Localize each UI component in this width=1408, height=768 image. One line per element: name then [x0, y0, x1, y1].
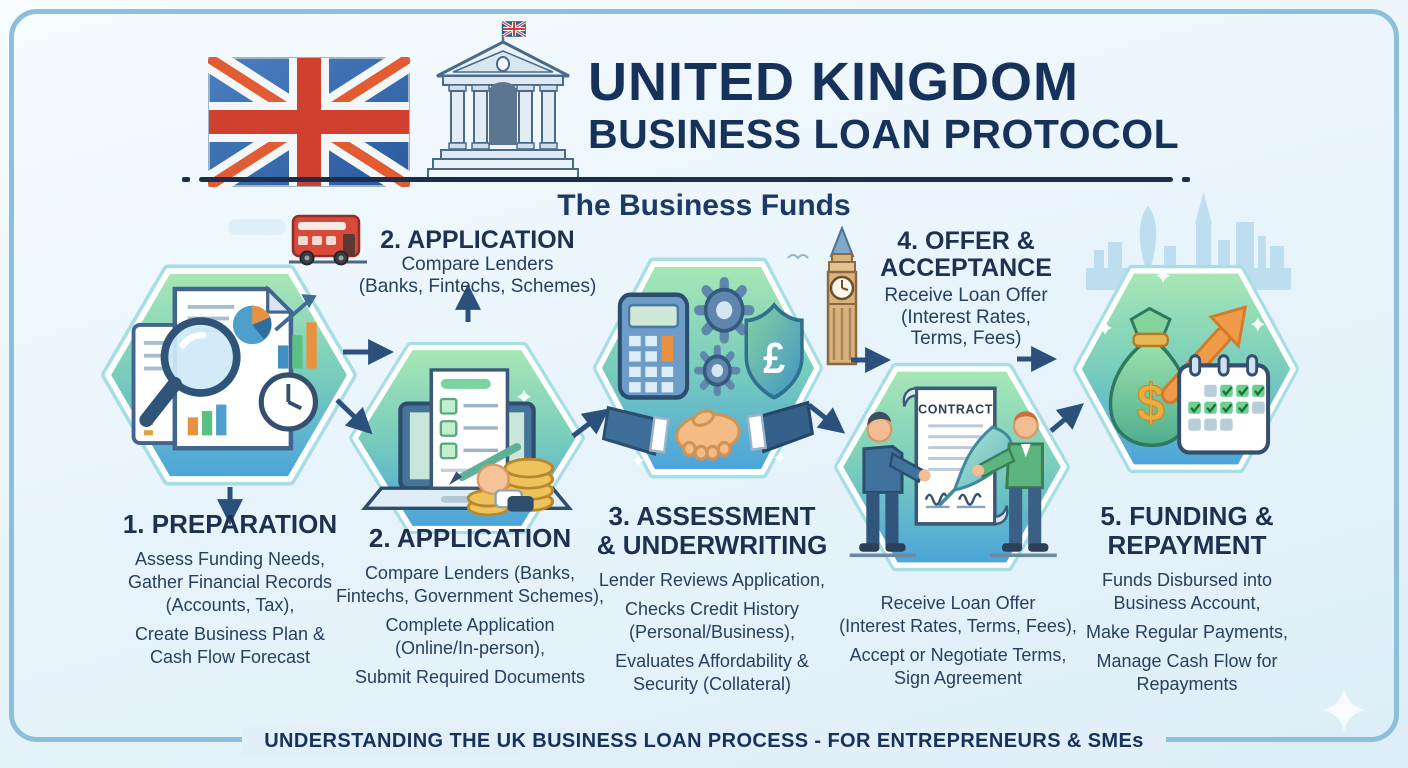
step-1-line: (Accounts, Tax),: [165, 595, 295, 615]
step-1-line: Cash Flow Forecast: [149, 647, 311, 667]
checkbox-icon: [439, 397, 458, 415]
step-2-top-line: (Banks, Fintechs, Schemes): [358, 275, 597, 297]
title-line-2: BUSINESS LOAN PROTOCOL: [588, 111, 1180, 157]
step-2-line: Compare Lenders (Banks,: [364, 563, 576, 583]
step-3-line: (Personal/Business),: [628, 622, 796, 642]
page-title: UNITED KINGDOM BUSINESS LOAN PROTOCOL: [588, 53, 1188, 158]
funding-icon: $: [1098, 268, 1271, 455]
step-3-heading: 3. ASSESSMENT: [608, 501, 816, 531]
magnifier-documents-icon: [131, 285, 319, 451]
sparkle-icon: [1156, 268, 1171, 284]
step-3-heading: & UNDERWRITING: [596, 530, 828, 560]
step-5-line: Repayments: [1136, 674, 1238, 694]
gear-icon: [694, 344, 741, 397]
step-4-top-heading: 4. OFFER &: [897, 227, 1035, 255]
step-5-heading: 5. FUNDING &: [1100, 501, 1274, 531]
step-4-top-label: 4. OFFER & ACCEPTANCE Receive Loan Offer…: [852, 228, 1080, 350]
step-3-line: Evaluates Affordability &: [615, 651, 809, 671]
step-5-heading: REPAYMENT: [1107, 530, 1267, 560]
step-5-line: Make Regular Payments,: [1085, 622, 1289, 642]
uk-flag-icon: [208, 57, 410, 187]
step-4-text: Receive Loan Offer (Interest Rates, Term…: [826, 592, 1090, 690]
growth-bar-chart-icon: [274, 294, 317, 369]
step-2-text: 2. APPLICATION Compare Lenders (Banks, F…: [328, 524, 612, 689]
hexagon-step-5: $: [1073, 264, 1299, 474]
step-2-line: Submit Required Documents: [354, 667, 586, 687]
hexagon-step-4: CONTRACT: [834, 362, 1070, 572]
step-3-text: 3. ASSESSMENT & UNDERWRITING Lender Revi…: [582, 502, 842, 696]
step-2-line: Complete Application: [385, 615, 555, 635]
contract-signing-icon: CONTRACT: [849, 386, 1057, 558]
step-4-top-line: Receive Loan Offer: [884, 285, 1048, 306]
bird-icon: [787, 254, 809, 260]
step-1-line: Gather Financial Records: [127, 572, 333, 592]
step-2-top-heading: 2. APPLICATION: [380, 226, 575, 254]
step-2-line: (Online/In-person),: [394, 638, 546, 658]
sparkle-icon: [1250, 316, 1265, 332]
title-line-1: UNITED KINGDOM: [588, 52, 1079, 112]
step-4-line: Sign Agreement: [893, 668, 1023, 688]
bank-building-icon: [427, 20, 579, 181]
step-2-top-line: Compare Lenders: [401, 254, 554, 275]
footer-banner-text: UNDERSTANDING THE UK BUSINESS LOAN PROCE…: [242, 727, 1166, 756]
step-1-line: Assess Funding Needs,: [134, 549, 326, 569]
dollar-sign: $: [1137, 373, 1165, 433]
step-2-top-label: 2. APPLICATION Compare Lenders (Banks, F…: [335, 227, 620, 297]
sparkle-icon: [632, 454, 644, 467]
title-underline: [182, 177, 1190, 182]
step-5-text: 5. FUNDING & REPAYMENT Funds Disbursed i…: [1060, 502, 1314, 696]
step-4-top-line: (Interest Rates,: [901, 306, 1031, 328]
double-decker-bus-icon: [289, 214, 367, 266]
calculator-icon: [617, 292, 690, 400]
step-4-line: (Interest Rates, Terms, Fees),: [839, 616, 1077, 636]
step-5-line: Manage Cash Flow for: [1096, 651, 1278, 671]
step-5-line: Funds Disbursed into: [1101, 570, 1273, 590]
step-1-text: 1. PREPARATION Assess Funding Needs, Gat…: [92, 510, 368, 669]
step-2-heading: 2. APPLICATION: [368, 523, 572, 553]
step-2-line: Fintechs, Government Schemes),: [335, 586, 605, 606]
hand-with-pen-icon: [449, 443, 534, 512]
gear-icon: [694, 276, 755, 344]
laptop-application-icon: [361, 368, 573, 517]
pound-shield-icon: £: [744, 302, 804, 400]
sparkle-icon: [1098, 320, 1112, 336]
contract-label: CONTRACT: [918, 403, 993, 417]
step-4-top-line: Terms, Fees): [910, 328, 1022, 349]
clock-icon: [258, 372, 319, 432]
calendar-icon: [1177, 354, 1271, 455]
person-blue-suit: [859, 411, 931, 552]
hexagon-step-3: £: [593, 257, 823, 479]
step-4-line: Accept or Negotiate Terms,: [849, 645, 1067, 665]
step-3-line: Checks Credit History: [624, 599, 800, 619]
mini-bar-chart-icon: [187, 404, 227, 436]
sparkle-icon: [774, 451, 786, 464]
cloud-decoration: [228, 219, 286, 235]
sparkle-icon: [1322, 688, 1366, 732]
step-4-top-heading: ACCEPTANCE: [880, 254, 1052, 282]
big-ben-icon: [826, 226, 858, 366]
magnifier-icon: [139, 317, 241, 428]
checkbox-icon: [439, 442, 458, 460]
step-4-line: Receive Loan Offer: [880, 593, 1036, 613]
pound-sign: £: [763, 333, 785, 382]
step-1-line: Create Business Plan &: [134, 624, 326, 644]
sparkle-icon: [516, 390, 532, 404]
footer-banner: UNDERSTANDING THE UK BUSINESS LOAN PROCE…: [0, 727, 1408, 756]
checkbox-icon: [439, 420, 458, 437]
step-1-heading: 1. PREPARATION: [122, 509, 338, 539]
person-green-jacket: [972, 411, 1049, 552]
money-bag-icon: $: [1108, 306, 1192, 448]
step-5-line: Business Account,: [1113, 593, 1261, 613]
step-3-line: Lender Reviews Application,: [598, 570, 826, 590]
subtitle: The Business Funds: [557, 189, 851, 222]
step-3-line: Security (Collateral): [632, 674, 792, 694]
hexagon-step-1: [101, 264, 357, 486]
hexagon-step-2: [349, 342, 585, 534]
